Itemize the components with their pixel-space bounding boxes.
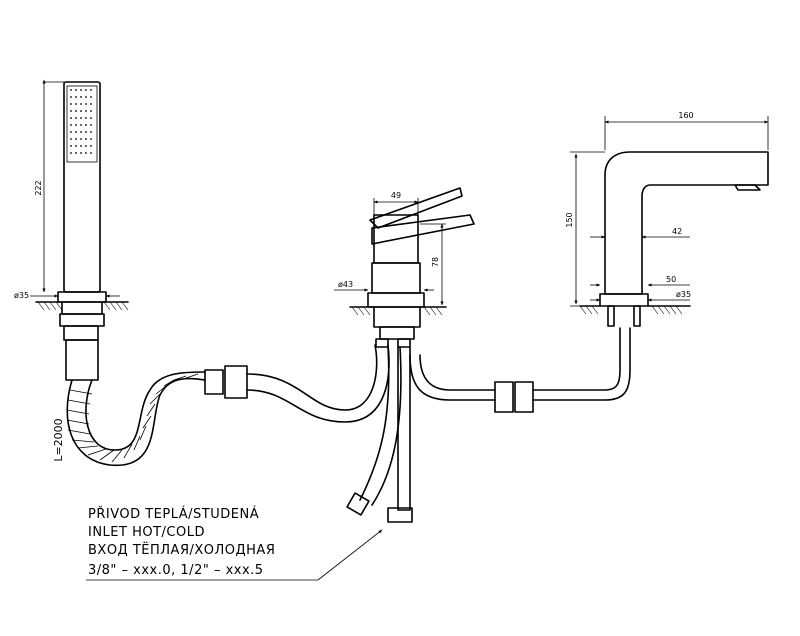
dim-spout-reach: 160 [678,111,693,120]
inlet-line-en: INLET HOT/COLD [88,525,205,540]
mixer-valve: 49 78 ø43 [334,187,631,523]
shower-hose: L=2000 [52,344,390,466]
dim-mixer-width: 49 [391,191,401,200]
shower-nozzles [70,89,92,154]
dim-hose-length: L=2000 [52,418,65,461]
dim-spout-diameter: ø35 [676,290,691,299]
dim-mixer-diameter: ø43 [338,280,353,289]
dim-spout-base: 50 [666,275,676,284]
dim-spout-height: 150 [565,212,574,227]
dim-spout-neck: 42 [672,227,682,236]
inlet-note: PŘIVOD TEPLÁ/STUDENÁ INLET HOT/COLD ВХОД… [86,506,383,581]
inlet-line-cz: PŘIVOD TEPLÁ/STUDENÁ [88,506,259,522]
dim-mixer-height: 78 [431,257,440,267]
bath-spout: 160 150 42 50 ø35 [565,111,769,327]
inlet-line-sizes: 3/8" – xxx.0, 1/2" – xxx.5 [88,563,264,578]
hand-shower: 222 ø35 [14,79,129,381]
inlet-line-ru: ВХОД ТЁПЛАЯ/ХОЛОДНАЯ [88,542,275,558]
dim-handshower-diameter: ø35 [14,291,29,300]
dim-222: 222 [34,180,43,195]
